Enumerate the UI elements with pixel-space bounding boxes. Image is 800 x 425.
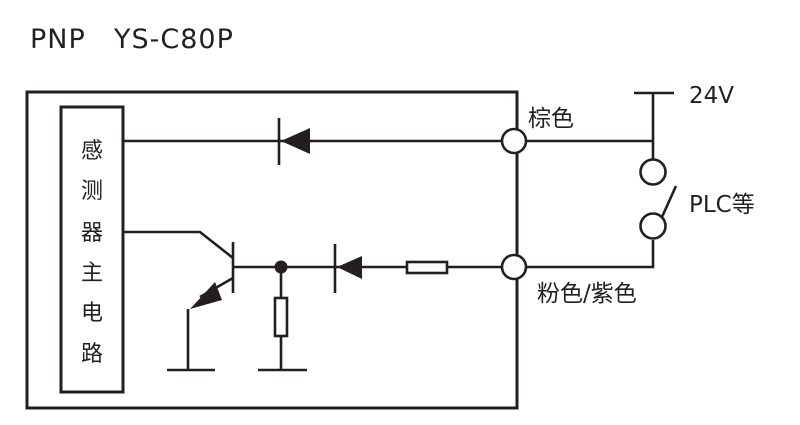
- main-circuit-char: 感: [81, 139, 103, 164]
- output-diode-icon: [333, 244, 362, 293]
- main-circuit-label: 感 测 器 主 电 路: [81, 139, 103, 367]
- main-circuit-char: 路: [81, 342, 103, 367]
- load-switch-icon: [639, 158, 678, 240]
- protection-diode-icon: [277, 118, 310, 165]
- supply-voltage-label: 24V: [689, 83, 734, 109]
- load-label: PLC等: [689, 192, 755, 218]
- pulldown-resistor-icon: [258, 267, 307, 372]
- main-circuit-char: 测: [81, 179, 103, 204]
- sensor-housing-box: [25, 90, 519, 410]
- terminal-pink-purple-label: 粉色/紫色: [537, 281, 637, 307]
- main-circuit-char: 主: [81, 261, 103, 286]
- diagram-title-type: PNP: [30, 24, 86, 55]
- series-resistor-icon: [405, 260, 449, 275]
- main-circuit-char: 器: [81, 221, 103, 246]
- diagram-title-model: YS-C80P: [113, 24, 234, 55]
- terminal-pink-purple: [500, 253, 528, 281]
- terminal-brown-label: 棕色: [528, 106, 574, 132]
- pnp-transistor-icon: [123, 230, 235, 372]
- main-circuit-box: [59, 105, 125, 394]
- main-circuit-char: 电: [81, 301, 103, 326]
- external-output-wire: [526, 240, 655, 269]
- terminal-brown: [500, 127, 528, 155]
- supply-24v-icon: [634, 91, 674, 160]
